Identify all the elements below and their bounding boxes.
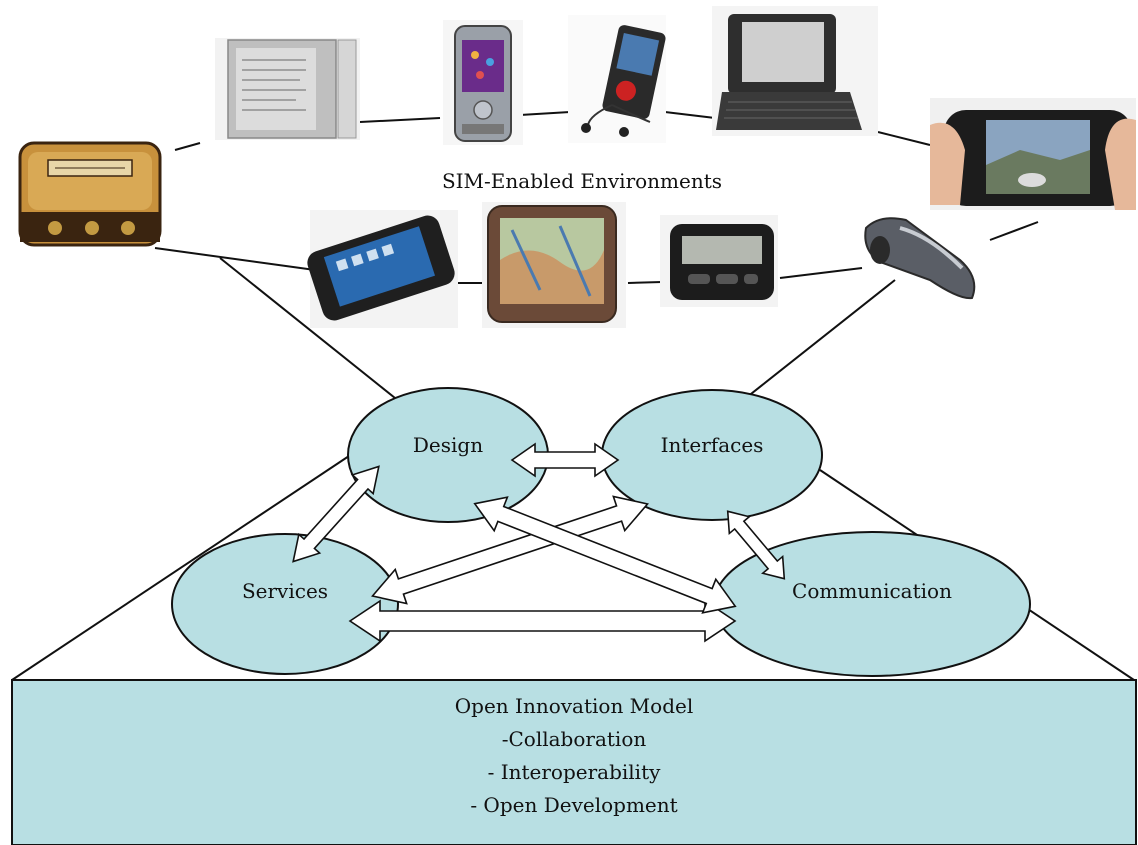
- center-label: SIM-Enabled Environments: [442, 169, 722, 193]
- media-player-icon: [568, 15, 666, 143]
- arrow-interfaces-communication: [726, 510, 786, 580]
- arrow-design-communication: [473, 496, 737, 614]
- arrow-services-communication: [348, 599, 737, 643]
- open-innovation-box: Open Innovation Model -Collaboration - I…: [11, 679, 1137, 845]
- box-item-collaboration: -Collaboration: [502, 727, 647, 751]
- pda-device-icon: [307, 210, 458, 328]
- communication-label: Communication: [792, 579, 952, 603]
- pager-icon: [660, 215, 778, 307]
- services-node: [171, 533, 399, 675]
- arrow-design-services: [292, 465, 380, 563]
- handheld-game-console-icon: [930, 98, 1136, 210]
- interfaces-label: Interfaces: [661, 433, 764, 457]
- services-label: Services: [242, 579, 328, 603]
- box-title: Open Innovation Model: [455, 694, 693, 718]
- e-reader-icon: [215, 38, 360, 140]
- gps-navigator-icon: [482, 202, 626, 328]
- arrow-design-interfaces: [510, 442, 620, 478]
- bluetooth-headset-icon: [864, 217, 976, 300]
- netbook-icon: [712, 6, 878, 136]
- arrow-interfaces-services: [371, 495, 649, 605]
- box-item-interoperability: - Interoperability: [488, 760, 662, 784]
- vintage-radio-icon: [18, 141, 162, 247]
- relation-arrows: [292, 442, 786, 643]
- slider-phone-icon: [443, 20, 523, 145]
- design-label: Design: [413, 433, 483, 457]
- box-item-open-development: - Open Development: [470, 793, 677, 817]
